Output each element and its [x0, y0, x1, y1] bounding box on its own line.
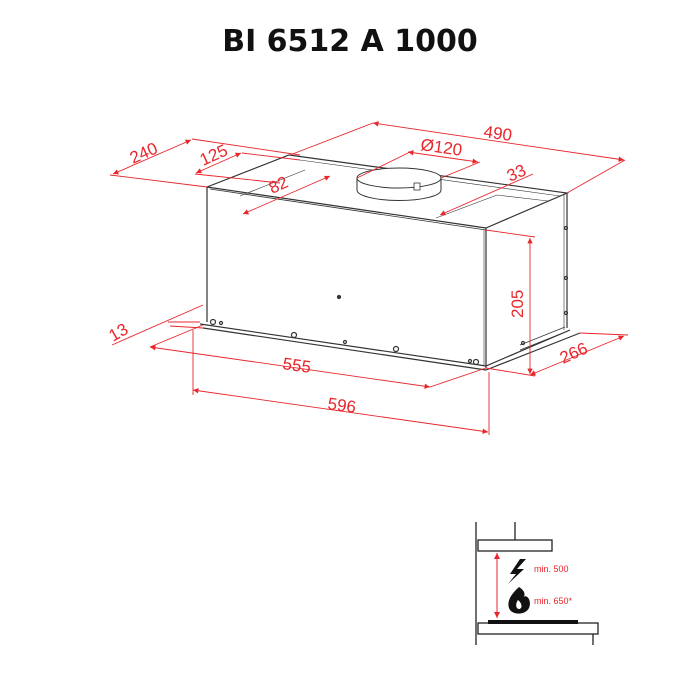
min-500-label: min. 500	[534, 564, 569, 574]
dim-205: 205	[508, 290, 527, 318]
dim-266: 266	[557, 339, 591, 368]
dimension-lines	[109, 121, 629, 435]
exhaust-outlet	[356, 167, 442, 201]
installation-diagram: min. 500 min. 650*	[475, 522, 599, 645]
dim-596: 596	[326, 394, 357, 417]
dim-82: 82	[266, 173, 291, 198]
dim-125: 125	[197, 141, 231, 170]
dim-490: 490	[482, 122, 513, 145]
dim-diameter-120: Ø120	[419, 135, 463, 160]
dim-555: 555	[281, 354, 312, 377]
product-title: BI 6512 A 1000	[222, 24, 478, 59]
dim-33: 33	[504, 161, 529, 186]
lightning-icon	[508, 559, 526, 584]
flame-icon	[508, 587, 530, 614]
dim-240: 240	[127, 139, 161, 168]
min-650-label: min. 650*	[534, 596, 573, 606]
dim-13: 13	[106, 320, 132, 346]
